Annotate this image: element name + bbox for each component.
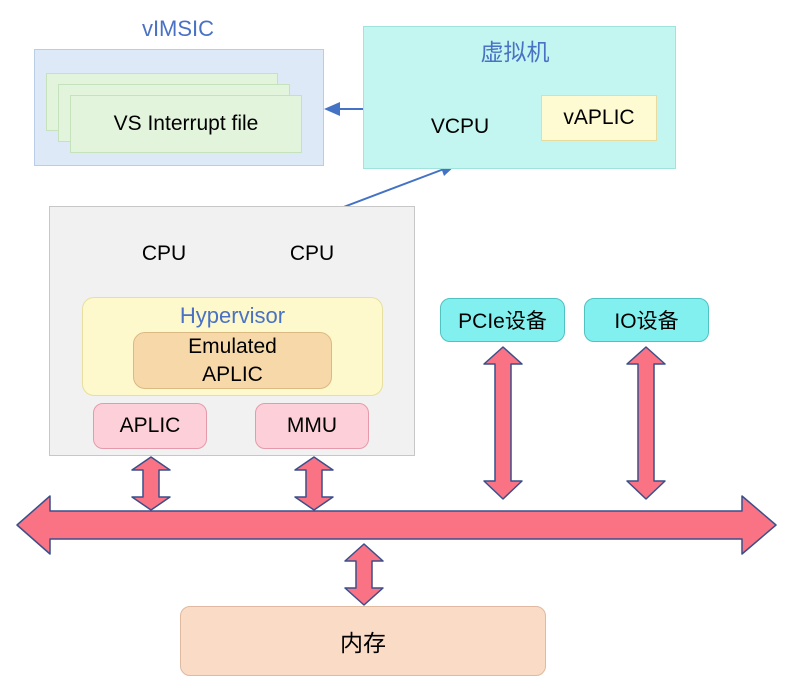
- aplic-box: APLIC: [93, 403, 207, 449]
- memory-box: 内存: [180, 606, 546, 676]
- mmu-bus-arrow: [294, 456, 334, 511]
- io-bus-arrow: [626, 346, 666, 500]
- system-bus-arrow: [16, 495, 777, 555]
- emulated-aplic-line1: Emulated: [188, 334, 277, 358]
- vcpu-label: VCPU: [430, 115, 490, 138]
- mmu-box: MMU: [255, 403, 369, 449]
- pcie-bus-arrow: [483, 346, 523, 500]
- cpu-label-1: CPU: [141, 242, 187, 265]
- emulated-aplic-line2: APLIC: [202, 362, 263, 386]
- vimsic-title: vIMSIC: [141, 16, 215, 41]
- cpu-label-2: CPU: [289, 242, 335, 265]
- io-device-box: IO设备: [584, 298, 709, 342]
- memory-bus-arrow: [344, 543, 384, 606]
- aplic-bus-arrow: [131, 456, 171, 511]
- vaplic-box: vAPLIC: [541, 95, 657, 141]
- virtual-machine-title: 虚拟机: [480, 39, 550, 65]
- pcie-device-box: PCIe设备: [440, 298, 565, 342]
- vs-interrupt-file-box: VS Interrupt file: [70, 95, 302, 153]
- vcpu-to-vimsic-arrowhead: [324, 102, 340, 116]
- emulated-aplic-box: Emulated APLIC: [133, 332, 332, 389]
- hypervisor-title: Hypervisor: [179, 303, 286, 328]
